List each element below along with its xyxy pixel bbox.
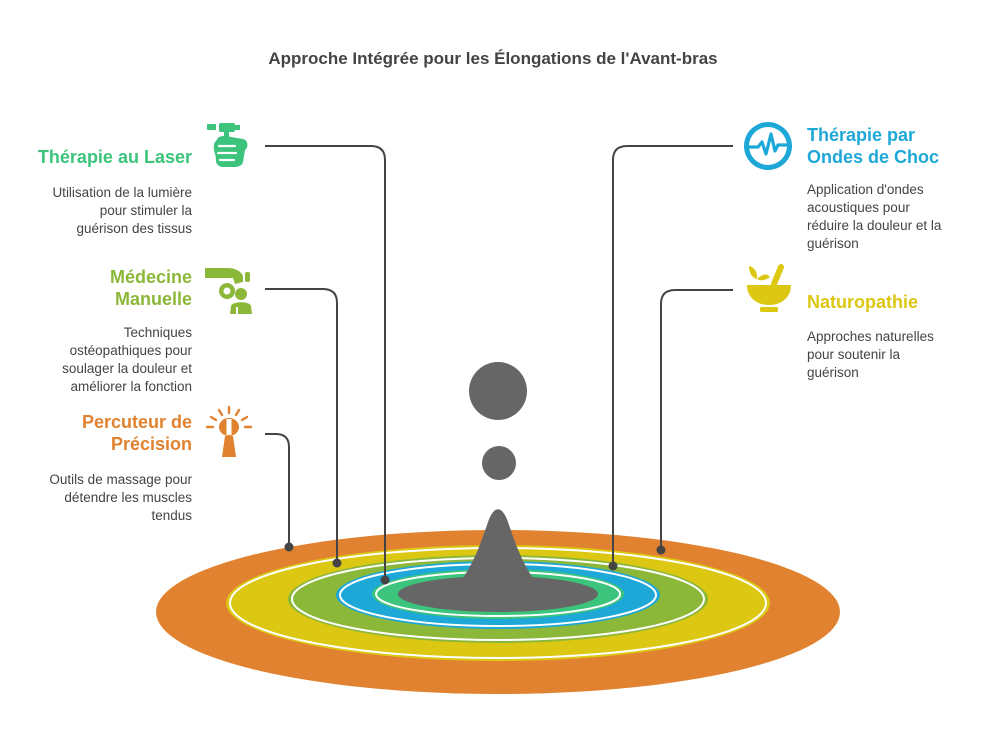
- connector-dot-shockwave: [608, 561, 618, 571]
- percussion-desc-line: tendus: [151, 508, 192, 523]
- percussion-heading-line: Précision: [110, 434, 192, 454]
- manual-desc-line: améliorer la fonction: [70, 379, 192, 394]
- connector-naturopathy: [660, 289, 733, 550]
- percussion-desc-line: détendre les muscles: [64, 490, 192, 505]
- manual-heading-line: Médecine: [109, 267, 192, 287]
- manual-desc-line: ostéopathiques pour: [69, 343, 192, 358]
- manual-heading-line: Manuelle: [114, 289, 192, 309]
- manual-desc-line: Techniques: [123, 325, 192, 340]
- naturopathy-description: Approches naturelles pour soutenir la gu…: [807, 328, 979, 382]
- laser-desc-line: pour stimuler la: [99, 203, 192, 218]
- shockwave-desc-line: Application d'ondes: [807, 182, 924, 197]
- connector-shockwave: [612, 145, 733, 566]
- connector-dot-percussion: [284, 542, 294, 552]
- connector-dot-naturopathy: [656, 545, 666, 555]
- laser-desc-line: Utilisation de la lumière: [52, 185, 192, 200]
- percussion-heading-line: Percuteur de: [81, 412, 192, 432]
- manual-desc-line: soulager la douleur et: [62, 361, 192, 376]
- shockwave-desc-line: acoustiques pour: [807, 200, 910, 215]
- manual-heading: Médecine Manuelle: [20, 266, 192, 310]
- naturopathy-desc-line: Approches naturelles: [807, 329, 934, 344]
- manual-therapy-icon: [205, 268, 252, 314]
- droplet-small: [482, 446, 516, 480]
- connector-dot-manual: [332, 558, 342, 568]
- percussion-heading: Percuteur de Précision: [20, 411, 192, 455]
- shockwave-desc-line: guérison: [807, 236, 859, 251]
- naturopathy-heading: Naturopathie: [807, 292, 919, 312]
- connector-laser: [265, 145, 386, 580]
- connector-dot-laser: [380, 575, 390, 585]
- shockwave-description: Application d'ondes acoustiques pour réd…: [807, 181, 979, 253]
- connector-manual: [265, 288, 338, 563]
- shockwave-desc-line: réduire la douleur et la: [807, 218, 942, 233]
- percussion-gun-icon: [205, 406, 253, 457]
- manual-description: Techniques ostéopathiques pour soulager …: [20, 324, 192, 396]
- waveform-icon: [744, 122, 792, 170]
- shockwave-heading-line: Thérapie par: [807, 125, 916, 145]
- shockwave-heading: Thérapie par Ondes de Choc: [807, 124, 977, 168]
- droplet-large: [469, 362, 527, 420]
- percussion-desc-line: Outils de massage pour: [49, 472, 192, 487]
- percussion-description: Outils de massage pour détendre les musc…: [20, 471, 192, 525]
- shockwave-heading-line: Ondes de Choc: [807, 147, 940, 167]
- diagram-title: Approche Intégrée pour les Élongations d…: [268, 49, 718, 68]
- laser-hand-icon: [207, 123, 248, 167]
- mortar-pestle-icon: [747, 264, 791, 312]
- naturopathy-desc-line: guérison: [807, 365, 859, 380]
- splash-peak: [428, 509, 568, 602]
- laser-desc-line: guérison des tissus: [76, 221, 192, 236]
- laser-heading: Thérapie au Laser: [37, 147, 192, 167]
- naturopathy-desc-line: pour soutenir la: [807, 347, 901, 362]
- laser-description: Utilisation de la lumière pour stimuler …: [20, 184, 192, 238]
- connector-percussion: [265, 433, 290, 547]
